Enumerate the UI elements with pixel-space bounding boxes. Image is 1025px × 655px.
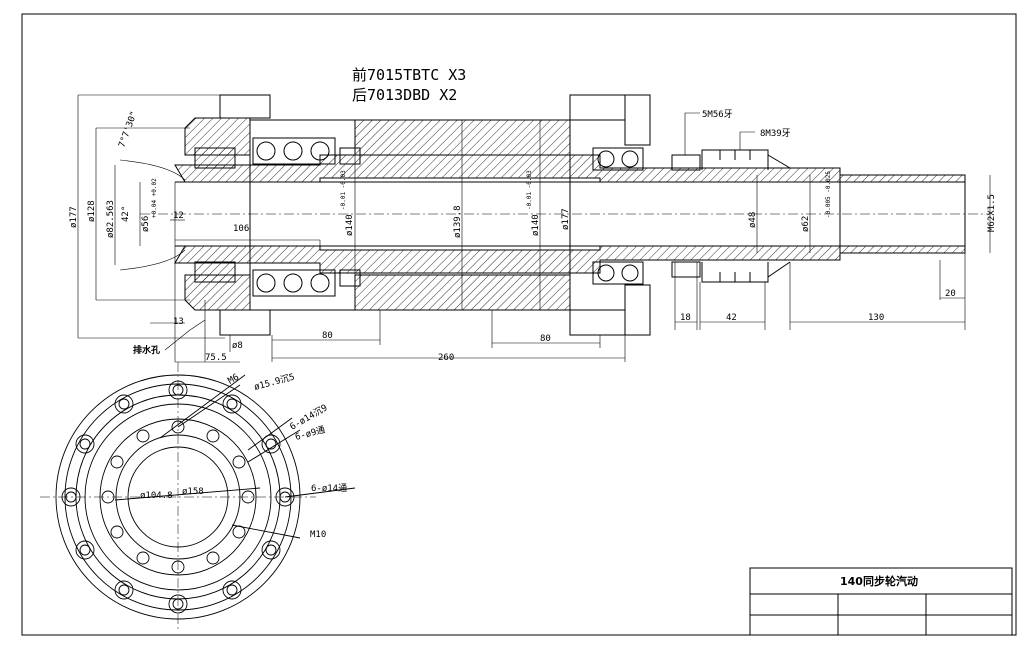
angle-7-label: 7°7'30"	[117, 110, 139, 149]
bearing-rear-label: 后7013DBD X2	[352, 86, 457, 104]
flange-m10: M10	[310, 530, 326, 540]
left-dimension-lines	[77, 94, 966, 363]
dim-len-18: 18	[680, 313, 691, 323]
housing-wall-bottom	[354, 274, 571, 311]
thread-5m56-label: 5M56牙	[702, 109, 733, 120]
dim-len-75-5: 75.5	[205, 353, 227, 363]
flange-outer-holes	[61, 380, 295, 614]
front-bearings-bottom	[252, 269, 361, 297]
title-block	[749, 567, 1013, 636]
dim-len-80-right: 80	[540, 334, 551, 344]
dim-d128: ø128	[87, 200, 97, 222]
dim-d56: ø56	[141, 216, 151, 232]
dim-len-42: 42	[726, 313, 737, 323]
flange-6-14-b: 6-ø14通	[311, 483, 347, 494]
dim-len-80-left: 80	[322, 331, 333, 341]
dim-len-106: 106	[233, 224, 249, 234]
dim-d140-b: ø140	[531, 214, 541, 236]
flange-front-view	[40, 362, 356, 632]
dim-len-20: 20	[945, 289, 956, 299]
sheet-border	[21, 13, 1017, 636]
dim-d140-a-tol: -0.01 -0.03	[340, 170, 347, 210]
dim-d48: ø48	[748, 212, 758, 228]
dim-len-260: 260	[438, 353, 454, 363]
angle-42-label: 42°	[121, 206, 131, 222]
bearing-front-label: 前7015TBTC X3	[352, 66, 466, 84]
dim-len-13: 13	[173, 317, 184, 327]
dim-d140-a: ø140	[345, 214, 355, 236]
dim-d82-563: ø82.563	[106, 200, 116, 238]
flange-d15-9: ø15.9沉5	[253, 372, 296, 393]
title-block-title: 140同步轮汽动	[840, 574, 918, 588]
dim-len-130: 130	[868, 313, 884, 323]
dim-d62-tol: -0.005 -0.025	[825, 171, 832, 218]
rear-bearings-bottom	[592, 261, 644, 285]
dim-m62: M62X1.5	[987, 194, 997, 232]
flange-m6: M6	[227, 373, 241, 387]
flange-d158: ø158	[182, 487, 204, 497]
spindle-section-view	[140, 94, 991, 336]
flange-d104-8: ø104.8	[140, 491, 173, 501]
dim-len-12: 12	[173, 211, 184, 221]
dim-d62: ø62	[801, 216, 811, 232]
dim-len-8: ø8	[232, 341, 243, 351]
rear-bearings-top	[592, 147, 644, 171]
dim-d139-8: ø139.8	[453, 205, 463, 238]
dim-d140-b-tol: -0.01 -0.03	[526, 170, 533, 210]
front-bearings-top	[252, 137, 361, 165]
drain-hole-label: 排水孔	[133, 344, 160, 356]
dim-d177-right: ø177	[561, 208, 571, 230]
housing-wall-top	[354, 119, 571, 156]
dim-d177-left: ø177	[69, 206, 79, 228]
thread-8m39-label: 8M39牙	[760, 128, 791, 139]
dim-d56-tol: +0.04 +0.02	[151, 178, 158, 218]
